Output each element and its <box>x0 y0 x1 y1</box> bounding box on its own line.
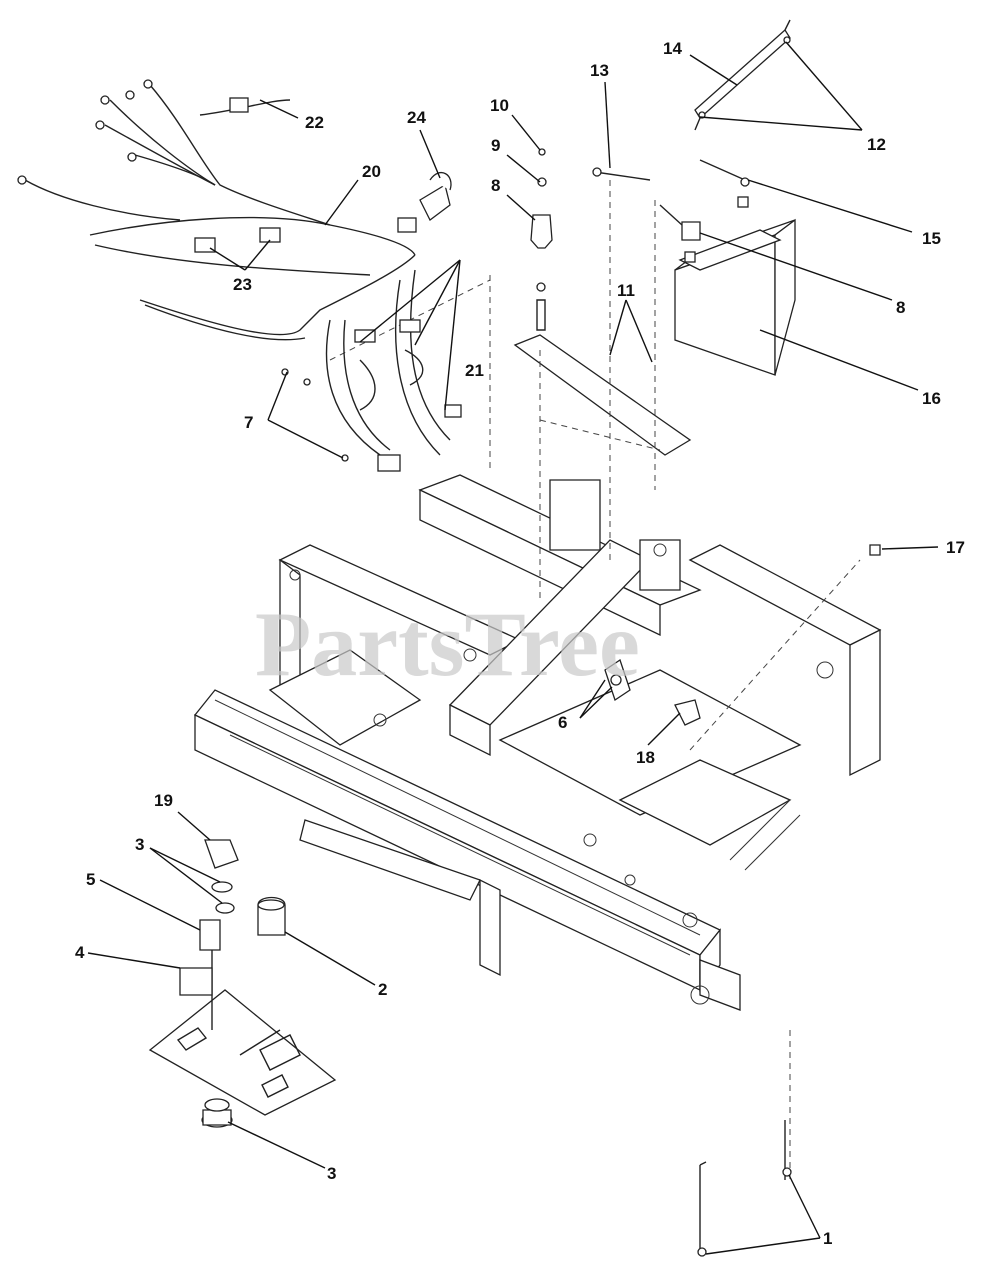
callout-22: 22 <box>305 113 324 132</box>
callout-19: 19 <box>154 791 173 810</box>
callout-7: 7 <box>244 413 253 432</box>
callout-15: 15 <box>922 229 941 248</box>
callout-8b: 8 <box>896 298 905 317</box>
callout-2: 2 <box>378 980 387 999</box>
callout-16: 16 <box>922 389 941 408</box>
battery-assembly <box>592 19 796 376</box>
watermark: PartsTree <box>255 593 640 695</box>
callout-3a: 3 <box>135 835 144 854</box>
callout-5: 5 <box>86 870 95 889</box>
callout-24: 24 <box>407 108 426 127</box>
fuse-holder-items <box>530 148 553 331</box>
leader-lines <box>87 41 939 1255</box>
callout-6: 6 <box>558 713 567 732</box>
control-panel <box>148 839 337 1128</box>
callout-21: 21 <box>465 361 484 380</box>
sensor-items <box>604 544 881 726</box>
callout-9: 9 <box>491 136 500 155</box>
callouts: 22 24 20 23 21 7 10 9 8 13 14 12 15 8 16… <box>75 39 965 1248</box>
callout-20: 20 <box>362 162 381 181</box>
callout-11: 11 <box>617 281 635 300</box>
rod-assembly <box>697 1120 792 1257</box>
callout-23: 23 <box>233 275 252 294</box>
callout-8a: 8 <box>491 176 500 195</box>
callout-4: 4 <box>75 943 85 962</box>
callout-12: 12 <box>867 135 886 154</box>
callout-13: 13 <box>590 61 609 80</box>
callout-10: 10 <box>490 96 509 115</box>
callout-14: 14 <box>663 39 682 58</box>
callout-1: 1 <box>823 1229 832 1248</box>
callout-3b: 3 <box>327 1164 336 1183</box>
callout-18: 18 <box>636 748 655 767</box>
wiring-harness <box>17 79 462 472</box>
callout-17: 17 <box>946 538 965 557</box>
